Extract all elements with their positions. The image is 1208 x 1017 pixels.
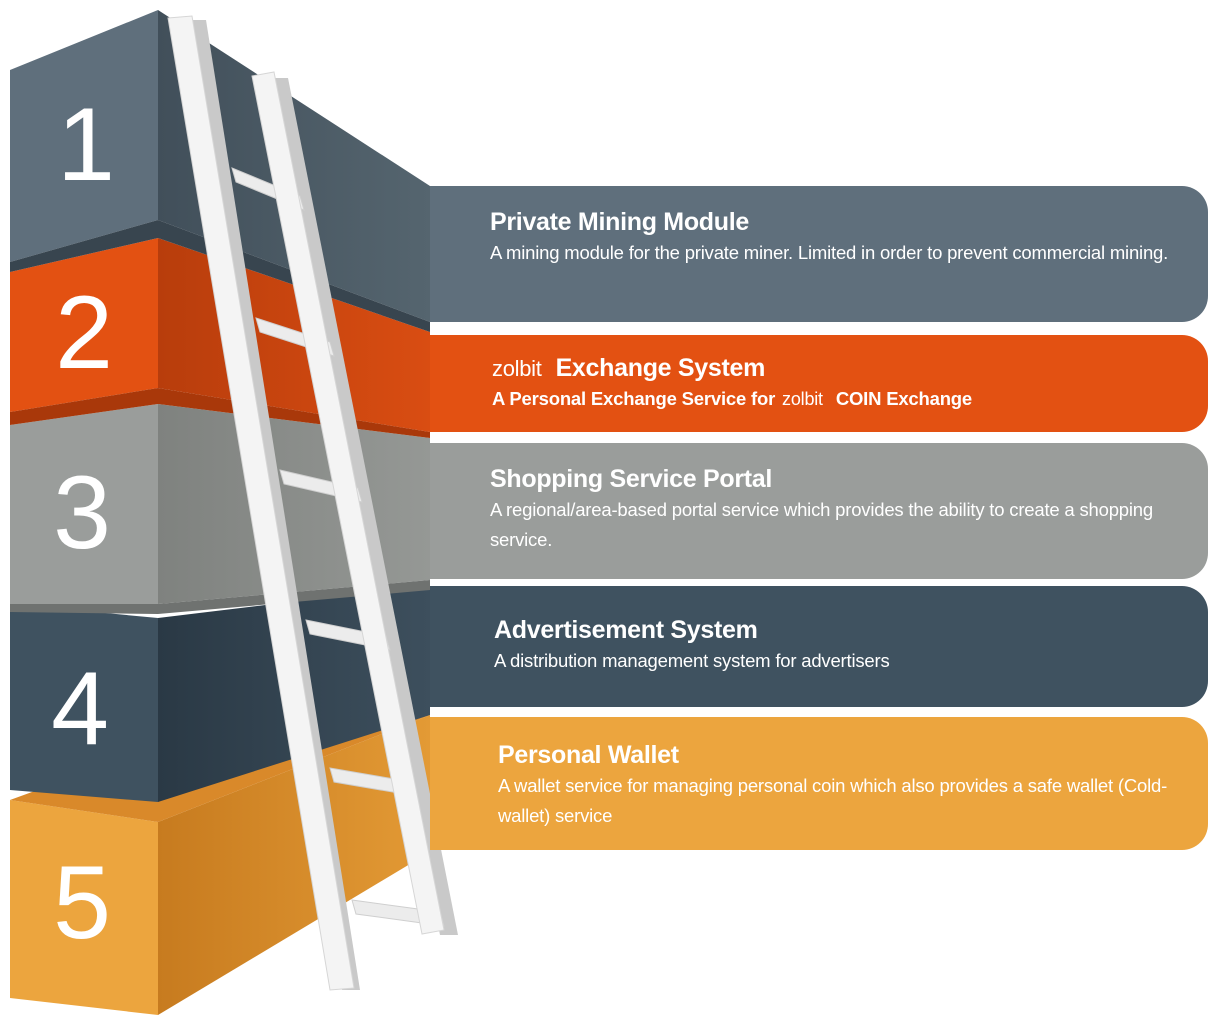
step-1-number: 1: [57, 87, 115, 203]
step-4-number: 4: [51, 651, 109, 767]
step-2-description: A Personal Exchange Service for zolbit C…: [492, 384, 1178, 414]
step-1-description: A mining module for the private miner. L…: [490, 242, 1169, 263]
ladder-illustration: [167, 15, 458, 991]
step-5-number: 5: [53, 845, 111, 961]
step-5-title: Personal Wallet: [498, 741, 679, 769]
step-3-number: 3: [53, 455, 111, 571]
step-4-banner: Advertisement System A distribution mana…: [430, 586, 1208, 707]
step-2-banner: zolbit Exchange System A Personal Exchang…: [430, 335, 1208, 432]
step-3-description: A regional/area-based portal service whi…: [490, 499, 1153, 550]
step-2-title-text: Exchange System: [555, 354, 766, 382]
step-3-title: Shopping Service Portal: [490, 465, 773, 493]
step-4-description: A distribution management system for adv…: [494, 650, 890, 671]
step-1-title: Private Mining Module: [490, 208, 749, 236]
step-2-number: 2: [55, 275, 113, 391]
step-1-banner: Private Mining Module A mining module fo…: [430, 186, 1208, 322]
step-2-description-brand: zolbit: [782, 389, 823, 409]
step-2-title: zolbit Exchange System: [492, 353, 1178, 384]
step-5-description: A wallet service for managing personal c…: [498, 775, 1168, 826]
step-4-title: Advertisement System: [494, 616, 758, 644]
step-3-banner: Shopping Service Portal A regional/area-…: [430, 443, 1208, 579]
step-2-description-suffix: COIN Exchange: [835, 388, 972, 409]
step-2-description-prefix: A Personal Exchange Service for: [492, 388, 776, 409]
step-2-title-brand: zolbit: [492, 356, 542, 381]
step-5-banner: Personal Wallet A wallet service for man…: [430, 717, 1208, 850]
